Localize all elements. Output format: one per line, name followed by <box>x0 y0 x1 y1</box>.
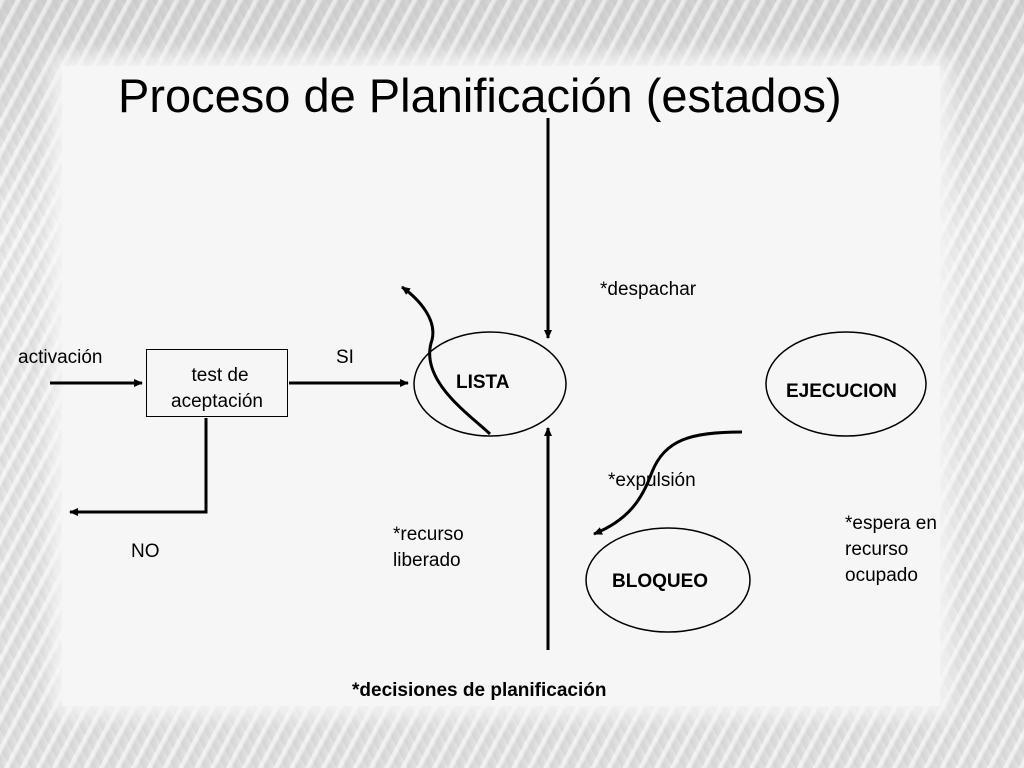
espera-recurso-label: *espera en recurso ocupado <box>845 511 937 589</box>
decisiones-label: *decisiones de planificación <box>352 680 607 701</box>
expulsion-label: *expulsión <box>608 470 696 491</box>
espera-line2: recurso <box>845 539 909 560</box>
lista-exit-curve-arrow <box>401 285 492 436</box>
content-panel <box>62 66 940 706</box>
test-aceptacion-label: test de aceptación <box>146 363 288 415</box>
espera-line1: *espera en <box>845 513 937 534</box>
slide-title: Proceso de Planificación (estados) <box>118 69 842 122</box>
espera-line3: ocupado <box>845 565 918 586</box>
despachar-label: *despachar <box>600 279 697 300</box>
recurso-liberado-label: *recurso liberado <box>393 522 464 574</box>
test-label-line1: test de <box>191 365 249 386</box>
recurso-liberado-line2: liberado <box>393 550 461 571</box>
state-bloqueo-shape <box>585 527 751 633</box>
expulsion-curve-arrow <box>593 430 743 536</box>
no-arrow <box>69 418 208 516</box>
state-lista-label: LISTA <box>456 372 510 393</box>
state-bloqueo-label: BLOQUEO <box>612 571 709 592</box>
test-label-line2: aceptación <box>171 391 263 412</box>
recurso-liberado-line1: *recurso <box>393 524 464 545</box>
activacion-label: activación <box>18 347 103 368</box>
no-label: NO <box>131 541 160 562</box>
si-label: SI <box>336 347 354 368</box>
state-ejecucion-label: EJECUCION <box>786 381 897 402</box>
state-ejecucion-shape <box>765 331 927 437</box>
state-lista-shape <box>413 331 567 437</box>
test-aceptacion-box <box>146 349 288 417</box>
